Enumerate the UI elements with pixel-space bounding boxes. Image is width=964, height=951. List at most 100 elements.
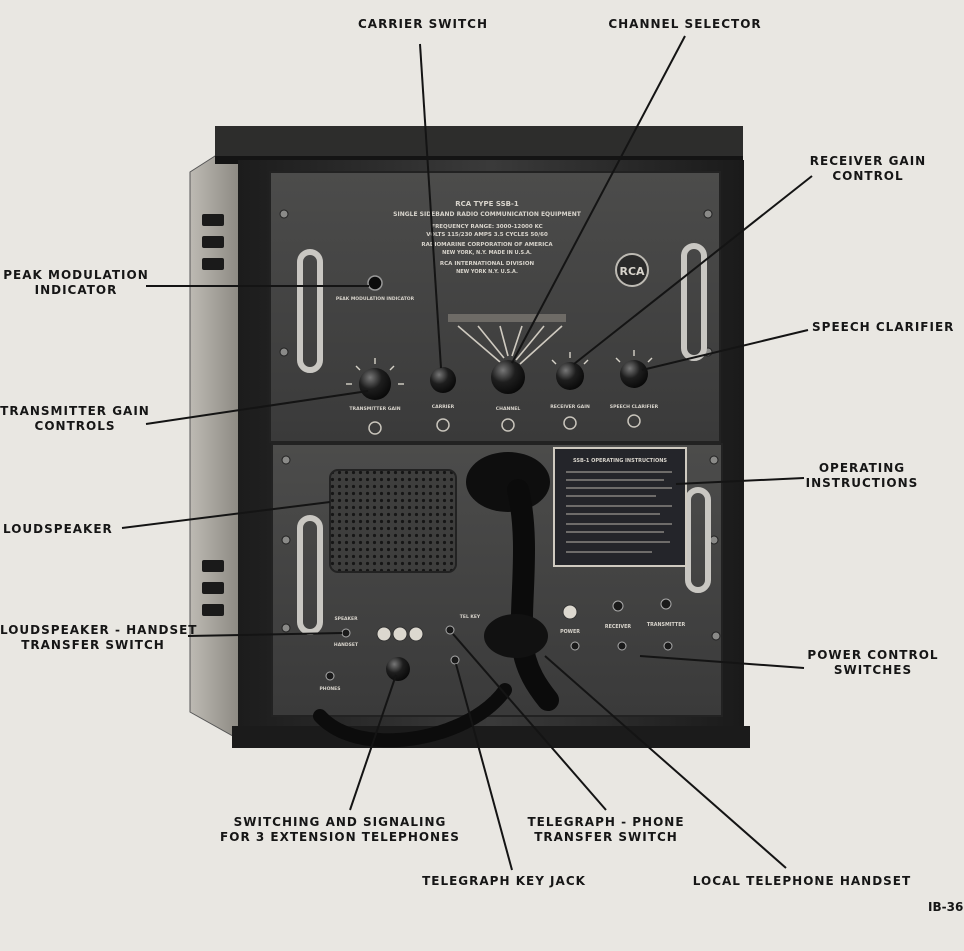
panel-spec-line2: VOLTS 115/230 AMPS 3.5 CYCLES 50/60 bbox=[426, 232, 548, 238]
panel-maker-line1: RADIOMARINE CORPORATION OF AMERICA bbox=[421, 242, 553, 248]
extension-signal-buttons bbox=[376, 626, 424, 642]
leader-local-handset bbox=[544, 655, 787, 869]
callout-local-handset: LOCAL TELEPHONE HANDSET bbox=[692, 874, 912, 888]
handset-earpiece bbox=[466, 452, 550, 512]
callout-telegraph-key-jack: TELEGRAPH KEY JACK bbox=[422, 874, 586, 888]
callout-transmitter-gain: TRANSMITTER GAIN CONTROLS bbox=[0, 404, 150, 434]
speaker-handset-switch[interactable] bbox=[341, 628, 351, 638]
transmitter-gain-knob[interactable] bbox=[359, 368, 391, 400]
callout-power-control-line1: POWER CONTROL bbox=[807, 648, 939, 662]
plate-receiver-power: RECEIVER bbox=[605, 624, 632, 630]
plate-channel: CHANNEL bbox=[496, 406, 521, 412]
operating-instructions-plate: SSB-1 OPERATING INSTRUCTIONS bbox=[553, 447, 687, 567]
carrier-switch-knob[interactable] bbox=[430, 367, 456, 393]
panel-title-line2: SINGLE SIDEBAND RADIO COMMUNICATION EQUI… bbox=[393, 211, 582, 218]
callout-peak-modulation-line1: PEAK MODULATION bbox=[3, 268, 149, 282]
callout-leaders bbox=[121, 35, 813, 871]
channel-dial-positions bbox=[448, 314, 566, 365]
callout-transfer-switch-line2: TRANSFER SWITCH bbox=[21, 638, 165, 652]
plate-power: POWER bbox=[560, 629, 580, 635]
phones-jack[interactable] bbox=[325, 671, 335, 681]
leader-transfer-switch bbox=[187, 632, 343, 637]
leader-receiver-gain bbox=[573, 175, 813, 365]
leader-loudspeaker bbox=[121, 501, 331, 529]
plate-handset: HANDSET bbox=[334, 642, 359, 648]
callout-transfer-switch-line1: LOUDSPEAKER - HANDSET bbox=[0, 623, 198, 637]
callout-peak-modulation: PEAK MODULATION INDICATOR bbox=[0, 268, 152, 298]
name-plate: RCA TYPE SSB-1 SINGLE SIDEBAND RADIO COM… bbox=[393, 200, 582, 275]
callout-receiver-gain-line2: CONTROL bbox=[832, 169, 904, 183]
rca-logo: RCA bbox=[615, 253, 649, 287]
panel-spec-line1: FREQUENCY RANGE: 3000-12000 KC bbox=[431, 224, 542, 230]
callout-loudspeaker: LOUDSPEAKER bbox=[3, 522, 113, 536]
callout-speech-clarifier: SPEECH CLARIFIER bbox=[812, 320, 955, 334]
leader-carrier-switch bbox=[419, 43, 442, 369]
callout-transfer-switch: LOUDSPEAKER - HANDSET TRANSFER SWITCH bbox=[0, 623, 198, 653]
plate-carrier: CARRIER bbox=[432, 404, 455, 410]
plate-speech: SPEECH CLARIFIER bbox=[610, 404, 659, 410]
leader-telegraph-key bbox=[455, 663, 513, 871]
knob-tick-marks bbox=[346, 350, 653, 385]
leader-channel-selector bbox=[511, 35, 686, 364]
handle-lower-right bbox=[685, 487, 711, 593]
power-switch[interactable] bbox=[562, 604, 578, 620]
side-vents-lower bbox=[202, 560, 224, 616]
plate-transmitter-power: TRANSMITTER bbox=[647, 622, 686, 628]
peak-modulation-lamp: PEAK MODULATION INDICATOR bbox=[336, 275, 415, 302]
channel-selector-knob[interactable] bbox=[491, 360, 525, 394]
plate-transmitter: TRANSMITTER GAIN bbox=[349, 406, 400, 412]
cabinet-side bbox=[189, 139, 241, 741]
telegraph-key-jack[interactable] bbox=[450, 655, 460, 665]
receiver-gain-knob[interactable] bbox=[556, 362, 584, 390]
handle-upper-left bbox=[297, 249, 323, 373]
callout-carrier-switch: CARRIER SWITCH bbox=[357, 17, 489, 31]
callout-transmitter-gain-line2: CONTROLS bbox=[34, 419, 116, 433]
instructions-heading: SSB-1 OPERATING INSTRUCTIONS bbox=[573, 458, 667, 464]
loudspeaker-grille bbox=[329, 469, 457, 573]
callout-receiver-gain: RECEIVER GAIN CONTROL bbox=[800, 154, 936, 184]
handset-cord bbox=[313, 683, 512, 748]
extension-switch-knob[interactable] bbox=[386, 657, 410, 681]
callout-telegraph-phone-line1: TELEGRAPH - PHONE bbox=[527, 815, 685, 829]
callout-operating-instructions-line2: INSTRUCTIONS bbox=[805, 476, 919, 490]
dial-rings bbox=[368, 414, 641, 435]
plate-speaker: SPEAKER bbox=[334, 616, 358, 622]
panel-division-line2: NEW YORK N.Y. U.S.A. bbox=[456, 269, 518, 275]
callout-switching-signaling: SWITCHING AND SIGNALING FOR 3 EXTENSION … bbox=[204, 815, 476, 845]
leader-operating-instructions bbox=[675, 477, 805, 485]
panel-division-line1: RCA INTERNATIONAL DIVISION bbox=[440, 261, 535, 267]
leader-switching-signaling bbox=[349, 674, 397, 811]
handle-lower-left bbox=[297, 515, 323, 635]
callout-peak-modulation-line2: INDICATOR bbox=[34, 283, 118, 297]
callout-operating-instructions: OPERATING INSTRUCTIONS bbox=[800, 461, 924, 491]
panel-title-line1: RCA TYPE SSB-1 bbox=[455, 200, 519, 208]
callout-switching-signaling-line1: SWITCHING AND SIGNALING bbox=[233, 815, 447, 829]
leader-telegraph-phone bbox=[452, 633, 607, 811]
telegraph-phone-switch[interactable] bbox=[445, 625, 455, 635]
leader-power-control bbox=[639, 655, 805, 669]
callout-receiver-gain-line1: RECEIVER GAIN bbox=[809, 154, 927, 168]
panel-maker-line2: NEW YORK, N.Y. MADE IN U.S.A. bbox=[442, 250, 532, 256]
plate-phones: PHONES bbox=[320, 686, 341, 692]
plate-receiver: RECEIVER GAIN bbox=[550, 404, 590, 410]
leader-transmitter-gain bbox=[145, 390, 369, 425]
callout-transmitter-gain-line1: TRANSMITTER GAIN bbox=[0, 404, 150, 418]
speech-clarifier-knob[interactable] bbox=[620, 360, 648, 388]
leader-speech-clarifier bbox=[641, 329, 809, 371]
receiver-power-switch[interactable] bbox=[612, 600, 624, 612]
svg-text:RCA: RCA bbox=[619, 265, 645, 278]
callout-telegraph-phone: TELEGRAPH - PHONE TRANSFER SWITCH bbox=[526, 815, 686, 845]
callout-switching-signaling-line2: FOR 3 EXTENSION TELEPHONES bbox=[220, 830, 460, 844]
callout-power-control-line2: SWITCHES bbox=[833, 663, 913, 677]
callout-operating-instructions-line1: OPERATING bbox=[818, 461, 906, 475]
peak-indicator-plate: PEAK MODULATION INDICATOR bbox=[336, 296, 415, 302]
callout-power-control: POWER CONTROL SWITCHES bbox=[800, 648, 946, 678]
transmitter-power-switch[interactable] bbox=[660, 598, 672, 610]
power-control-switch-group bbox=[562, 598, 673, 651]
callout-channel-selector: CHANNEL SELECTOR bbox=[608, 17, 762, 31]
plate-tel-key: TEL KEY bbox=[460, 614, 481, 620]
handset-mouthpiece bbox=[484, 614, 548, 658]
figure-number: IB-36 bbox=[928, 900, 964, 914]
